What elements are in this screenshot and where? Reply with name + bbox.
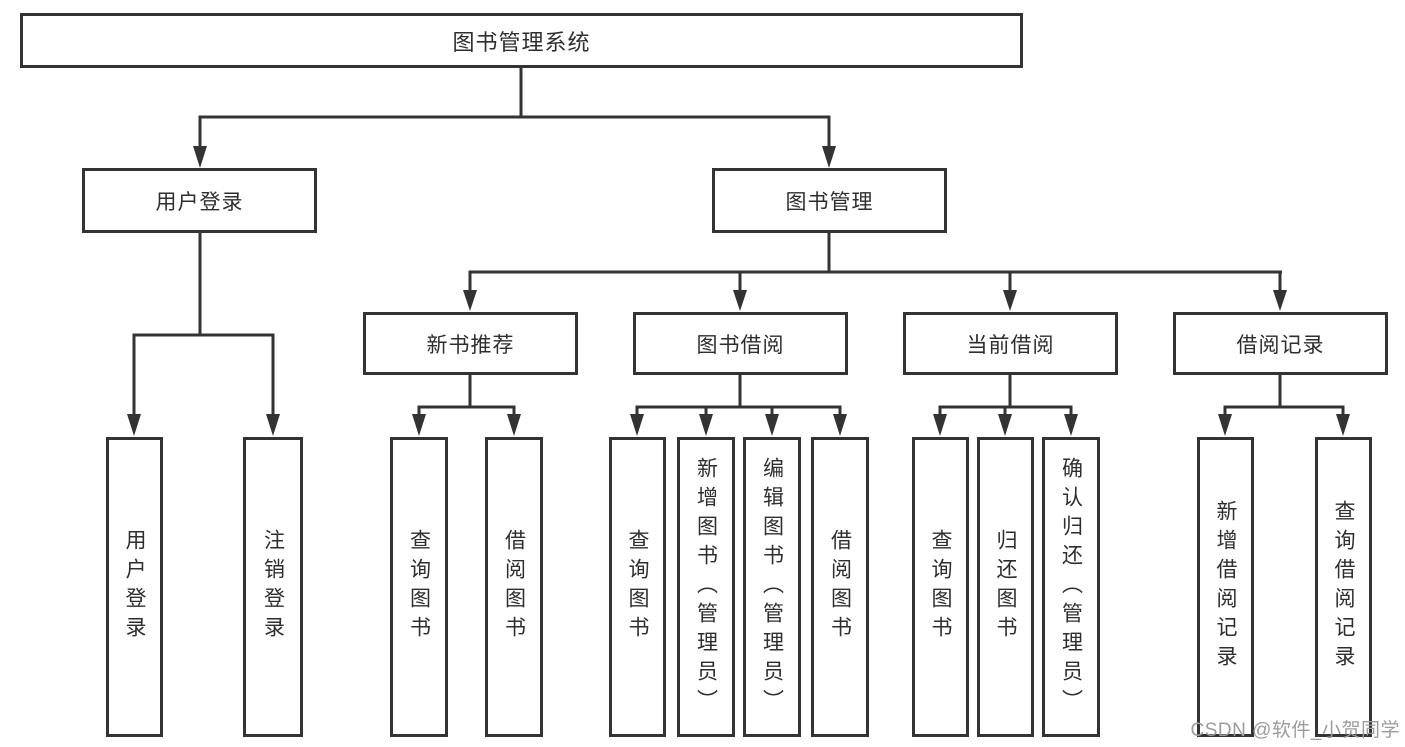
node-book-borrow-label: 图书借阅 bbox=[696, 333, 785, 357]
leaf-logout-label: 注销登录 bbox=[261, 529, 285, 645]
node-borrow-records-label: 借阅记录 bbox=[1236, 333, 1325, 357]
leaf-return-books-label: 归还图书 bbox=[994, 529, 1017, 645]
leaf-edit-books-admin: 编辑图书（管理员） bbox=[743, 437, 801, 737]
leaf-user-login: 用户登录 bbox=[106, 437, 163, 737]
csdn-watermark: CSDN @软件_小贺同学 bbox=[1190, 720, 1400, 741]
leaf-borrow-query-books: 查询图书 bbox=[609, 437, 666, 737]
leaf-add-borrow-record: 新增借阅记录 bbox=[1197, 437, 1254, 737]
leaf-add-books-admin: 新增图书（管理员） bbox=[677, 437, 735, 737]
leaf-borrow-books: 借阅图书 bbox=[811, 437, 869, 737]
leaf-borrow-query-books-label: 查询图书 bbox=[626, 529, 649, 645]
leaf-add-books-admin-label: 新增图书（管理员） bbox=[694, 456, 718, 718]
node-borrow-records: 借阅记录 bbox=[1173, 312, 1388, 375]
leaf-current-query-books-label: 查询图书 bbox=[929, 529, 952, 645]
node-current-borrow: 当前借阅 bbox=[903, 312, 1118, 375]
node-book-borrow: 图书借阅 bbox=[633, 312, 848, 375]
node-new-book-recommend-label: 新书推荐 bbox=[426, 333, 515, 357]
node-book-management-label: 图书管理 bbox=[785, 190, 874, 214]
node-book-management: 图书管理 bbox=[712, 168, 947, 233]
leaf-recommend-query-books-label: 查询图书 bbox=[407, 529, 431, 645]
leaf-user-login-label: 用户登录 bbox=[123, 529, 146, 645]
leaf-recommend-query-books: 查询图书 bbox=[390, 437, 448, 737]
node-current-borrow-label: 当前借阅 bbox=[966, 333, 1055, 357]
leaf-recommend-borrow-books-label: 借阅图书 bbox=[502, 529, 526, 645]
leaf-recommend-borrow-books: 借阅图书 bbox=[485, 437, 543, 737]
node-new-book-recommend: 新书推荐 bbox=[363, 312, 578, 375]
leaf-query-borrow-record-label: 查询借阅记录 bbox=[1332, 500, 1355, 674]
leaf-return-books: 归还图书 bbox=[977, 437, 1034, 737]
node-library-system: 图书管理系统 bbox=[20, 13, 1023, 68]
leaf-borrow-books-label: 借阅图书 bbox=[828, 529, 852, 645]
node-user-login: 用户登录 bbox=[82, 168, 317, 233]
leaf-logout: 注销登录 bbox=[243, 437, 303, 737]
leaf-current-query-books: 查询图书 bbox=[912, 437, 969, 737]
leaf-confirm-return-admin: 确认归还（管理员） bbox=[1042, 437, 1100, 737]
leaf-edit-books-admin-label: 编辑图书（管理员） bbox=[760, 456, 784, 718]
leaf-confirm-return-admin-label: 确认归还（管理员） bbox=[1059, 456, 1083, 718]
node-library-system-label: 图书管理系统 bbox=[452, 29, 591, 55]
leaf-query-borrow-record: 查询借阅记录 bbox=[1315, 437, 1372, 737]
node-user-login-label: 用户登录 bbox=[155, 190, 244, 214]
leaf-add-borrow-record-label: 新增借阅记录 bbox=[1214, 500, 1237, 674]
